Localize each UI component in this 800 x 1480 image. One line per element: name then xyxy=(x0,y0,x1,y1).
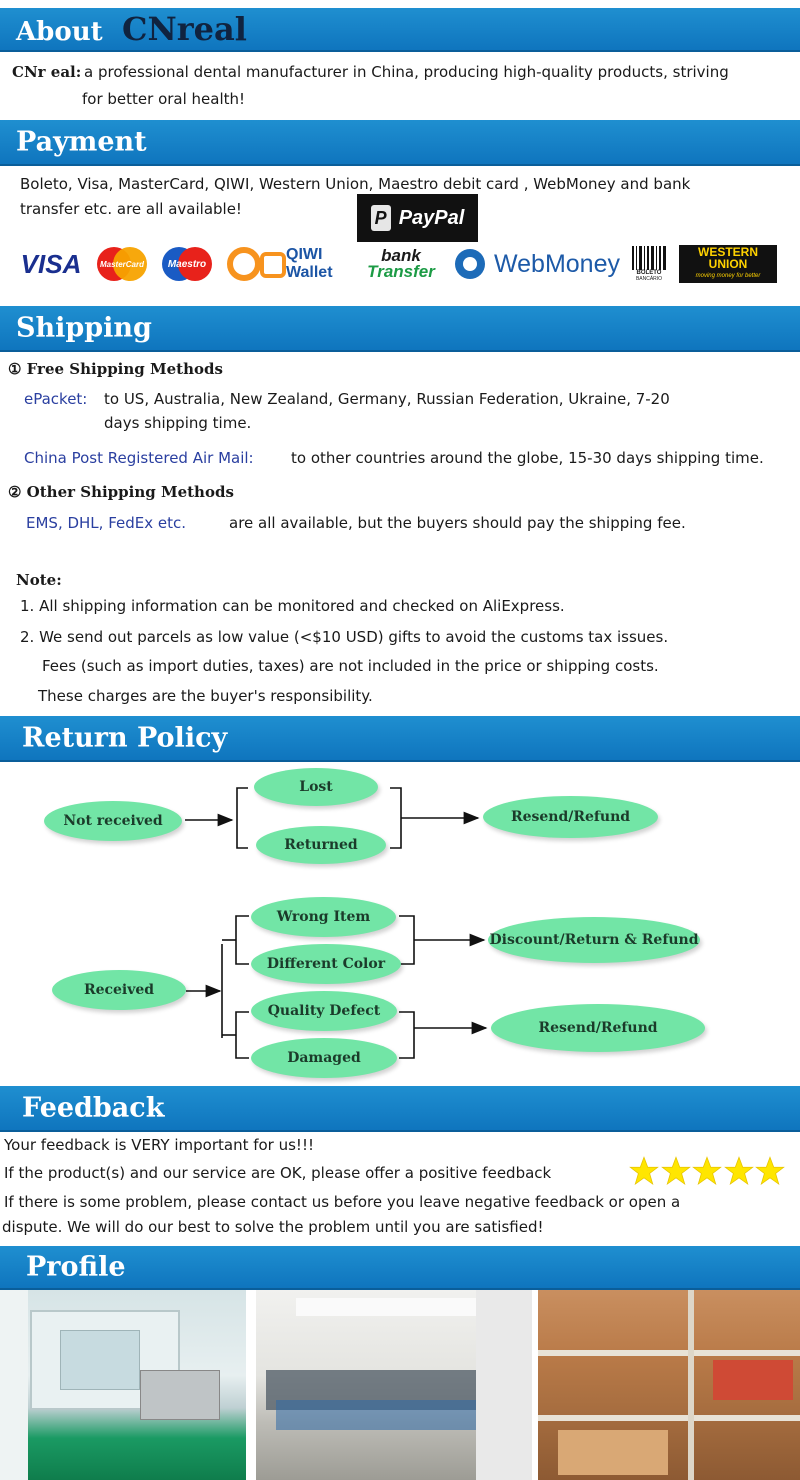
barcode-icon xyxy=(632,246,666,270)
node-received: Received xyxy=(52,970,186,1010)
china-post-text: to other countries around the globe, 15-… xyxy=(291,449,764,467)
return-policy-banner: Return Policy xyxy=(0,716,800,762)
note-2-line1: 2. We send out parcels as low value (<$1… xyxy=(20,628,669,646)
epacket-line1: to US, Australia, New Zealand, Germany, … xyxy=(104,390,670,408)
about-line1: a professional dental manufacturer in Ch… xyxy=(84,63,729,81)
rating-stars xyxy=(629,1156,785,1186)
mastercard-icon xyxy=(97,247,147,281)
payment-banner: Payment xyxy=(0,120,800,166)
maestro-logo: Maestro xyxy=(157,244,217,284)
feedback-title: Feedback xyxy=(22,1092,165,1124)
note-2-line2: Fees (such as import duties, taxes) are … xyxy=(42,657,659,675)
visa-logo: VISA xyxy=(20,248,82,279)
webmoney-globe-icon xyxy=(455,249,485,279)
feedback-line1: Your feedback is VERY important for us!!… xyxy=(4,1136,314,1154)
feedback-line4: dispute. We will do our best to solve th… xyxy=(2,1218,544,1236)
paypal-logo: P PayPal xyxy=(357,194,478,242)
feedback-banner: Feedback xyxy=(0,1086,800,1132)
paypal-icon: P xyxy=(370,205,391,231)
epacket-label: ePacket: xyxy=(24,390,88,408)
node-returned: Returned xyxy=(256,826,386,864)
node-resend-refund-1: Resend/Refund xyxy=(483,796,658,838)
western-union-logo: WESTERN UNION moving money for better xyxy=(679,245,777,283)
return-policy-connectors xyxy=(185,787,488,1059)
qiwi-icon xyxy=(227,247,286,281)
qiwi-wallet-text: Wallet xyxy=(286,264,333,281)
note-2-line3: These charges are the buyer's responsibi… xyxy=(38,687,373,705)
node-quality-defect: Quality Defect xyxy=(251,991,397,1031)
star-icon xyxy=(723,1156,754,1186)
star-icon xyxy=(660,1156,691,1186)
warehouse-photo xyxy=(538,1290,800,1480)
star-icon xyxy=(755,1156,785,1186)
node-lost: Lost xyxy=(254,768,378,806)
about-brand: CNreal xyxy=(122,10,247,48)
free-shipping-heading: ① Free Shipping Methods xyxy=(8,360,223,378)
webmoney-logo: WebMoney xyxy=(452,244,622,284)
about-banner: About CNreal xyxy=(0,8,800,52)
express-label: EMS, DHL, FedEx etc. xyxy=(26,514,187,532)
profile-title: Profile xyxy=(26,1251,126,1283)
office-photo xyxy=(256,1290,532,1480)
shipping-banner: Shipping xyxy=(0,306,800,352)
bank-transfer-logo: bank Transfer xyxy=(367,246,435,281)
node-wrong-item: Wrong Item xyxy=(251,897,396,937)
other-shipping-heading: ② Other Shipping Methods xyxy=(8,483,234,501)
node-damaged: Damaged xyxy=(251,1038,397,1078)
cleanroom-photo xyxy=(0,1290,246,1480)
node-different-color: Different Color xyxy=(251,944,401,984)
profile-banner: Profile xyxy=(0,1246,800,1290)
node-discount-return-refund: Discount/Return & Refund xyxy=(488,917,700,963)
mastercard-logo: MasterCard xyxy=(92,244,152,284)
maestro-icon xyxy=(162,247,212,281)
epacket-line2: days shipping time. xyxy=(104,414,252,432)
qiwi-text: QIWI xyxy=(286,246,323,263)
china-post-label: China Post Registered Air Mail: xyxy=(24,449,254,467)
node-resend-refund-2: Resend/Refund xyxy=(491,1004,705,1052)
feedback-line3: If there is some problem, please contact… xyxy=(4,1193,681,1211)
about-label: CNr eal: xyxy=(12,63,82,81)
boleto-logo: BOLETO BANCÁRIO xyxy=(626,244,672,284)
payment-title: Payment xyxy=(16,126,147,158)
return-policy-title: Return Policy xyxy=(22,722,228,754)
about-title-prefix: About xyxy=(16,17,103,47)
feedback-line2: If the product(s) and our service are OK… xyxy=(4,1164,552,1182)
payment-line2: transfer etc. are all available! xyxy=(20,200,242,218)
note-label: Note: xyxy=(16,571,62,589)
shipping-title: Shipping xyxy=(16,312,152,344)
express-text: are all available, but the buyers should… xyxy=(229,514,686,532)
qiwi-logo: QIWI Wallet xyxy=(224,244,352,284)
star-icon xyxy=(629,1156,659,1186)
payment-line1: Boleto, Visa, MasterCard, QIWI, Western … xyxy=(20,175,691,193)
note-1: 1. All shipping information can be monit… xyxy=(20,597,565,615)
about-line2: for better oral health! xyxy=(82,90,246,108)
node-not-received: Not received xyxy=(44,801,182,841)
star-icon xyxy=(692,1156,722,1186)
